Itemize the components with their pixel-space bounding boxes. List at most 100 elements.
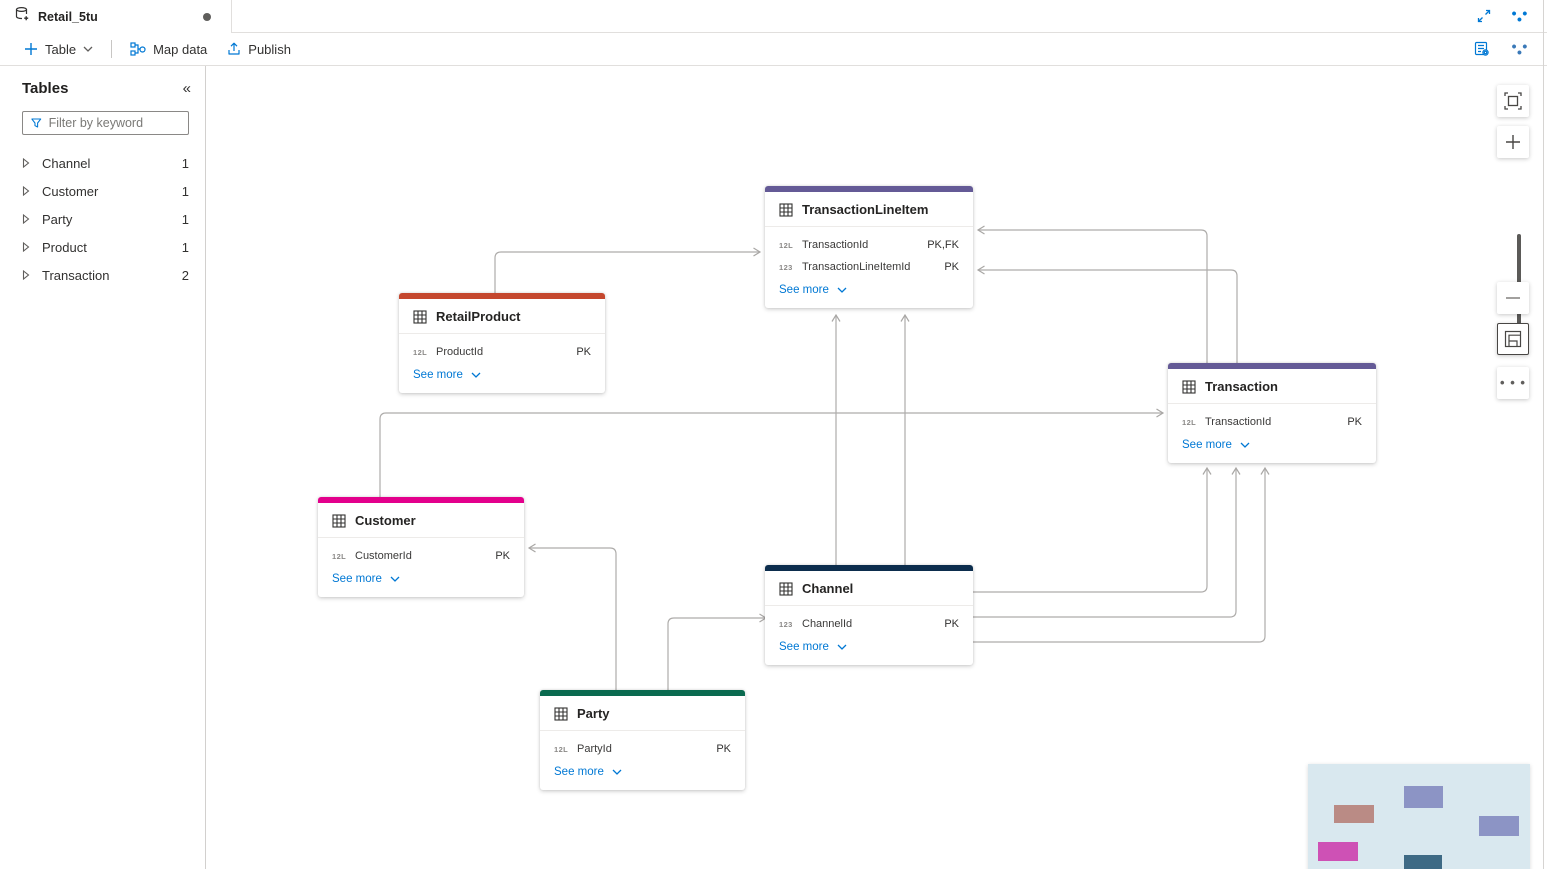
column-row: 12L TransactionId PK,FK — [779, 239, 959, 251]
sidebar-item-customer[interactable]: Customer 1 — [0, 177, 205, 205]
entity-card-retailproduct[interactable]: RetailProduct 12L ProductId PK See more — [399, 293, 605, 393]
minimap-icon — [1504, 330, 1522, 348]
edge-channel-transaction-2 — [973, 466, 1241, 618]
key-badge: PK,FK — [927, 239, 959, 251]
plus-icon — [25, 43, 37, 55]
zoom-in-button[interactable] — [1497, 126, 1529, 158]
column-row: 12L TransactionId PK — [1182, 416, 1362, 428]
diagram-canvas[interactable]: TransactionLineItem 12L TransactionId PK… — [206, 66, 1547, 869]
publish-button[interactable]: Publish — [217, 36, 301, 62]
table-icon — [1182, 379, 1196, 394]
tab-bar: Retail_5tu • • • — [0, 0, 1547, 33]
properties-icon[interactable] — [1469, 36, 1495, 62]
chevron-right-icon[interactable] — [22, 270, 42, 280]
entity-accent-bar — [765, 186, 973, 192]
minimap-rect-channel — [1404, 855, 1442, 869]
entity-title: Transaction — [1205, 379, 1278, 394]
add-table-label: Table — [45, 41, 77, 57]
chevron-right-icon[interactable] — [22, 214, 42, 224]
more-icon[interactable]: • • • — [1507, 3, 1533, 29]
table-count: 2 — [181, 267, 189, 283]
tab-title: Retail_5tu — [38, 9, 98, 24]
collapse-sidebar-icon[interactable]: « — [182, 80, 191, 97]
entity-accent-bar — [765, 565, 973, 571]
chevron-down-icon — [471, 372, 481, 378]
unsaved-indicator-dot — [203, 12, 211, 21]
entity-card-customer[interactable]: Customer 12L CustomerId PK See more — [318, 497, 524, 597]
bigint-type-icon: 12L — [413, 347, 428, 357]
table-count: 1 — [181, 183, 189, 199]
entity-title: Channel — [802, 581, 854, 596]
key-badge: PK — [944, 618, 959, 630]
sidebar-item-party[interactable]: Party 1 — [0, 205, 205, 233]
table-icon — [413, 309, 427, 324]
minimap[interactable] — [1308, 764, 1530, 869]
chevron-down-icon — [390, 576, 400, 582]
entity-accent-bar — [1168, 363, 1376, 369]
see-more-link[interactable]: See more — [765, 635, 973, 662]
edge-customer-transaction — [379, 408, 1165, 497]
chevron-down-icon — [837, 644, 847, 650]
key-badge: PK — [944, 261, 959, 273]
expand-icon[interactable] — [1471, 3, 1497, 29]
edge-transaction-transactionlineitem-2 — [976, 265, 1238, 363]
publish-upload-icon — [228, 42, 240, 55]
key-badge: PK — [716, 743, 731, 755]
fit-to-screen-icon — [1504, 92, 1522, 110]
plus-icon — [1506, 135, 1520, 149]
chevron-down-icon — [83, 46, 93, 52]
zoom-out-button[interactable] — [1497, 282, 1529, 314]
entity-card-transaction[interactable]: Transaction 12L TransactionId PK See mor… — [1168, 363, 1376, 463]
table-count: 1 — [181, 239, 189, 255]
chevron-down-icon — [837, 287, 847, 293]
table-count: 1 — [181, 211, 189, 227]
table-icon — [332, 513, 346, 528]
entity-title: Customer — [355, 513, 416, 528]
see-more-link[interactable]: See more — [765, 278, 973, 305]
integer-type-icon: 123 — [779, 619, 793, 629]
entity-card-channel[interactable]: Channel 123 ChannelId PK See more — [765, 565, 973, 665]
tab-retail-5tu[interactable]: Retail_5tu — [0, 0, 232, 33]
see-more-link[interactable]: See more — [1168, 433, 1376, 460]
see-more-link[interactable]: See more — [399, 363, 605, 390]
sidebar-item-transaction[interactable]: Transaction 2 — [0, 261, 205, 289]
minimap-toggle-button[interactable] — [1497, 323, 1529, 355]
column-row: 12L PartyId PK — [554, 743, 731, 755]
map-data-button[interactable]: Map data — [120, 36, 217, 62]
bigint-type-icon: 12L — [779, 240, 794, 250]
publish-label: Publish — [248, 41, 291, 57]
minimap-rect-retailproduct — [1334, 805, 1374, 823]
sidebar-item-product[interactable]: Product 1 — [0, 233, 205, 261]
see-more-link[interactable]: See more — [540, 760, 745, 787]
key-badge: PK — [1347, 416, 1362, 428]
entity-card-party[interactable]: Party 12L PartyId PK See more — [540, 690, 745, 790]
add-table-button[interactable]: Table — [14, 36, 103, 62]
edge-channel-transaction-1 — [973, 466, 1212, 593]
chevron-right-icon[interactable] — [22, 158, 42, 168]
table-count: 1 — [181, 155, 189, 171]
minimap-rect-transactionlineitem — [1404, 786, 1443, 808]
canvas-more-button[interactable]: • • • — [1497, 367, 1529, 399]
entity-title: RetailProduct — [436, 309, 521, 324]
bigint-type-icon: 12L — [332, 551, 347, 561]
integer-type-icon: 123 — [779, 262, 793, 272]
toolbar-more-icon[interactable]: • • • — [1507, 36, 1533, 62]
canvas-right-border — [1543, 0, 1544, 869]
sidebar-item-channel[interactable]: Channel 1 — [0, 149, 205, 177]
see-more-link[interactable]: See more — [318, 567, 524, 594]
filter-input[interactable] — [48, 116, 180, 130]
map-data-icon — [130, 42, 146, 56]
fit-to-screen-button[interactable] — [1497, 85, 1529, 117]
chevron-right-icon[interactable] — [22, 186, 42, 196]
chevron-right-icon[interactable] — [22, 242, 42, 252]
column-row: 123 TransactionLineItemId PK — [779, 261, 959, 273]
table-icon — [554, 706, 568, 721]
minimap-rect-customer — [1318, 842, 1358, 861]
chevron-down-icon — [612, 769, 622, 775]
edge-channel-transaction-3 — [973, 466, 1270, 643]
map-data-label: Map data — [153, 41, 208, 57]
entity-card-transactionlineitem[interactable]: TransactionLineItem 12L TransactionId PK… — [765, 186, 973, 308]
bigint-type-icon: 12L — [554, 744, 569, 754]
filter-funnel-icon — [31, 118, 42, 128]
